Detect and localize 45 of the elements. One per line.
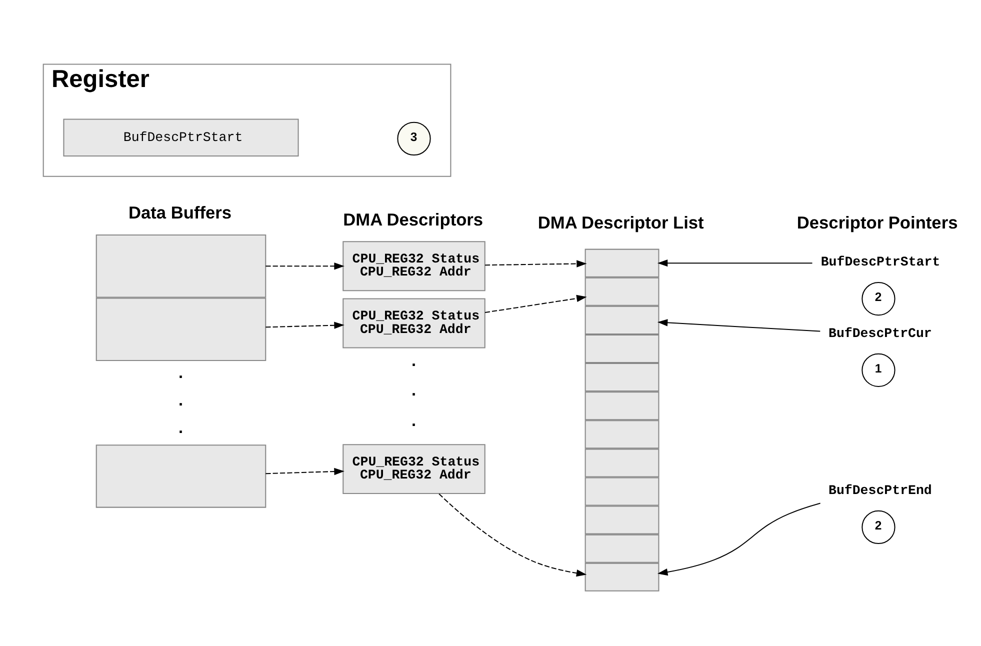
label: . <box>178 418 183 437</box>
arrow <box>657 259 812 266</box>
node-box <box>96 297 266 360</box>
label: . <box>178 391 183 410</box>
node-box <box>96 234 266 298</box>
node-box <box>584 362 660 392</box>
arrow <box>657 502 820 576</box>
node-box <box>584 476 660 506</box>
node-box <box>584 505 660 534</box>
arrow <box>266 467 344 475</box>
node-box <box>584 248 660 277</box>
node-box: CPU_REG32 Status CPU_REG32 Addr <box>342 240 486 291</box>
node-box <box>584 334 660 363</box>
arrow <box>266 262 344 270</box>
label: . <box>411 380 416 399</box>
node-box <box>584 276 660 306</box>
node-box: CPU_REG32 Status CPU_REG32 Addr <box>342 298 486 348</box>
node-box: CPU_REG32 Status CPU_REG32 Addr <box>342 444 486 494</box>
node-box <box>96 444 266 508</box>
node-circle: 2 <box>862 281 896 316</box>
label: DMA Descriptors <box>343 208 484 229</box>
label: . <box>411 412 416 430</box>
label: Descriptor Pointers <box>796 212 958 232</box>
node-box <box>584 448 660 477</box>
label: . <box>411 351 416 370</box>
node-box <box>584 420 660 448</box>
node-box <box>584 562 660 591</box>
node-box <box>584 534 660 562</box>
arrow <box>438 493 587 576</box>
node-box: BufDescPtrStart <box>63 118 299 156</box>
node-text: BufDescPtrCur <box>828 325 932 340</box>
label: DMA Descriptor List <box>538 212 704 232</box>
node-text: BufDescPtrEnd <box>828 482 932 498</box>
label: Data Buffers <box>128 202 232 222</box>
arrow <box>657 318 820 332</box>
node-circle: 3 <box>397 121 431 155</box>
arrow <box>266 321 344 328</box>
arrow <box>484 294 587 312</box>
label: . <box>178 364 183 382</box>
node-text: BufDescPtrStart <box>820 254 940 270</box>
arrow <box>485 260 587 267</box>
node-circle: 2 <box>862 510 896 544</box>
node-box <box>584 305 660 334</box>
node-box <box>584 391 660 420</box>
node-circle: 1 <box>862 352 896 386</box>
